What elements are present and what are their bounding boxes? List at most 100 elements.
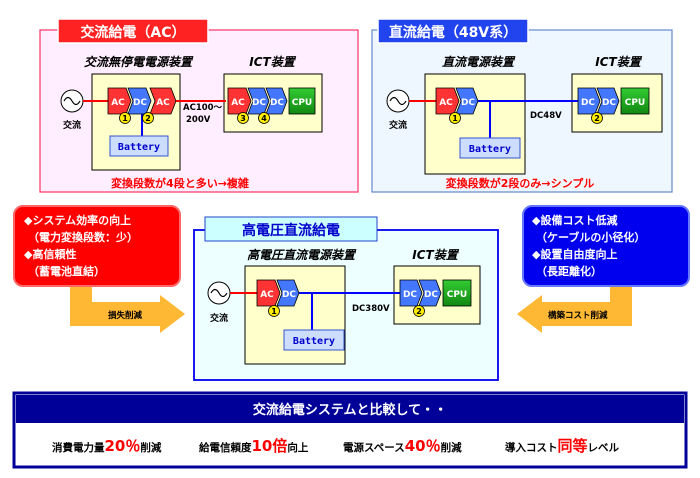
hvdc-section-title: 高電圧直流給電	[242, 222, 340, 239]
bottom-result-4: 導入コスト同等レベル	[505, 437, 620, 455]
dc48-cpu-label: CPU	[625, 98, 646, 108]
bottom-result-2-suffix: 向上	[287, 441, 308, 454]
left-arrow-label: 損失削減	[108, 310, 143, 321]
ac-badge-1-text: 1	[122, 114, 128, 123]
ac-cpu-block	[288, 87, 316, 115]
hvdc-voltage-label: DC380V	[352, 304, 390, 314]
right-arrow-label: 構築コスト削減	[548, 310, 608, 321]
dc48-ict-block-dc1	[577, 87, 601, 115]
bottom-result-1-suffix: 削減	[140, 441, 161, 454]
left-callout-line-2: （電力変換段数：少）	[28, 230, 138, 244]
hvdc-source-label: 交流	[210, 312, 228, 324]
bottom-result-3-suffix: 削減	[441, 441, 462, 454]
ac-badge-3-text: 3	[240, 114, 246, 123]
ac-battery-label: Battery	[118, 142, 160, 153]
hvdc-badge-1	[268, 305, 280, 317]
hvdc-battery-label: Battery	[293, 336, 335, 347]
ac-battery-box	[109, 135, 169, 157]
ac-ups-block-label-3: AC	[156, 98, 170, 108]
hvdc-ict-block-dc1	[399, 279, 423, 307]
hvdc-ict-block-label-1: DC	[403, 290, 417, 300]
dc48-supply-block-dc	[455, 87, 479, 115]
hvdc-badge-2	[413, 305, 425, 317]
dc48-supply-block-ac	[435, 87, 460, 115]
left-orange-arrow	[70, 280, 185, 333]
ac-cpu-label: CPU	[292, 98, 313, 108]
hvdc-supply-block-ac	[256, 279, 281, 307]
bottom-result-1-prefix: 消費電力量	[52, 441, 105, 454]
right-orange-arrow	[517, 280, 632, 333]
left-callout-box	[13, 205, 181, 287]
bottom-result-4-prefix: 導入コスト	[505, 441, 558, 454]
dc48-ict-block-dc2	[596, 87, 620, 115]
hvdc-battery-box	[283, 329, 345, 351]
hvdc-cpu-block	[442, 279, 472, 307]
dc48-supply-block-label-2: DC	[461, 98, 475, 108]
ac-ict-block-ac	[227, 87, 252, 115]
ac-section: 交流給電（AC） 交流無停電電源装置 ICT装置 交流 AC DC AC AC …	[39, 18, 359, 193]
hvdc-supply-block-label-2: DC	[282, 290, 296, 300]
ac-ups-title: 交流無停電電源装置	[84, 55, 194, 69]
ac-badge-3	[237, 112, 249, 124]
ac-section-title-box	[57, 18, 209, 44]
ac-wave-icon	[63, 96, 81, 106]
bottom-banner-header: 交流給電システムと比較して・・	[253, 402, 447, 418]
ac-voltage-label-2: 200V	[186, 115, 211, 125]
left-callout: ◆システム効率の向上 （電力変換段数：少） ◆高信頼性 （蓄電池直結）	[13, 205, 181, 287]
right-callout-box	[522, 205, 690, 287]
ac-ict-block-label-1: AC	[231, 98, 245, 108]
dc48-badge-1	[449, 112, 461, 124]
right-arrow: 構築コスト削減	[517, 280, 632, 333]
ac-source-label: 交流	[63, 119, 81, 131]
hvdc-ict-block-dc2	[418, 279, 442, 307]
dc48-badge-1-text: 1	[452, 114, 458, 123]
ac-ict-block-label-3: DC	[270, 98, 284, 108]
left-callout-line-4: （蓄電池直結）	[28, 264, 105, 278]
dc48-section: 直流給電（48V系） 直流電源装置 ICT装置 交流 AC DC DC DC C…	[371, 18, 673, 193]
hvdc-supply-block-dc	[276, 279, 300, 307]
right-callout-line-3: ◆設置自由度向上	[532, 247, 617, 261]
bottom-result-2-value: 10倍	[252, 437, 288, 455]
dc48-cpu-block	[620, 87, 650, 115]
right-callout-line-1: ◆設備コスト低減	[532, 213, 617, 227]
ac-badge-2-text: 2	[145, 114, 151, 123]
dc48-source-label: 交流	[389, 119, 407, 131]
dc48-wave-icon	[389, 96, 407, 106]
ac-ict-block-label-2: DC	[252, 98, 266, 108]
ac-ups-block-label-2: DC	[133, 98, 147, 108]
left-arrow: 損失削減	[70, 280, 185, 333]
dc48-section-title-box	[377, 18, 529, 44]
hvdc-badge-2-text: 2	[416, 307, 422, 316]
ac-summary: 変換段数が4段と多い→複雑	[111, 176, 249, 190]
dc48-ict-block-label-1: DC	[581, 98, 595, 108]
bottom-result-4-suffix: レベル	[588, 442, 620, 454]
hvdc-ict-title: ICT装置	[412, 248, 459, 262]
dc48-ict-block-label-2: DC	[602, 98, 616, 108]
ac-badge-4	[258, 112, 270, 124]
dc48-badge-2	[591, 112, 603, 124]
bottom-banner: 交流給電システムと比較して・・ 消費電力量20％削減 給電信頼度10倍向上 電源…	[12, 391, 688, 469]
bottom-banner-header-bg	[16, 395, 684, 423]
bottom-result-4-value: 同等	[558, 437, 588, 455]
right-callout-line-2: （ケーブルの小径化）	[536, 230, 645, 244]
bottom-result-2-prefix: 給電信頼度	[199, 441, 252, 454]
bottom-result-2: 給電信頼度10倍向上	[199, 437, 309, 455]
ac-ups-block-ac-in	[107, 87, 132, 115]
bottom-result-1-value: 20％	[105, 437, 141, 455]
ac-voltage-label-1: AC100～	[183, 103, 223, 113]
ac-section-title: 交流給電（AC）	[80, 24, 185, 41]
right-callout-line-4: （長距離化）	[536, 264, 602, 278]
left-callout-line-3: ◆高信頼性	[24, 247, 76, 261]
ac-badge-1	[119, 112, 131, 124]
hvdc-wave-icon	[210, 288, 228, 298]
bottom-result-3: 電源スペース40％削減	[343, 437, 462, 455]
dc48-summary: 変換段数が2段のみ→シンプル	[446, 176, 595, 190]
hvdc-badge-1-text: 1	[271, 307, 277, 316]
left-callout-line-1: ◆システム効率の向上	[24, 213, 131, 227]
dc48-supply-block-label-1: AC	[439, 98, 453, 108]
hvdc-section: 高電圧直流給電 高電圧直流電源装置 ICT装置 交流 AC DC DC DC C…	[193, 216, 499, 381]
hvdc-cpu-label: CPU	[447, 290, 468, 300]
ac-ups-block-ac-out	[149, 87, 177, 115]
dc48-ict-title: ICT装置	[595, 55, 642, 69]
